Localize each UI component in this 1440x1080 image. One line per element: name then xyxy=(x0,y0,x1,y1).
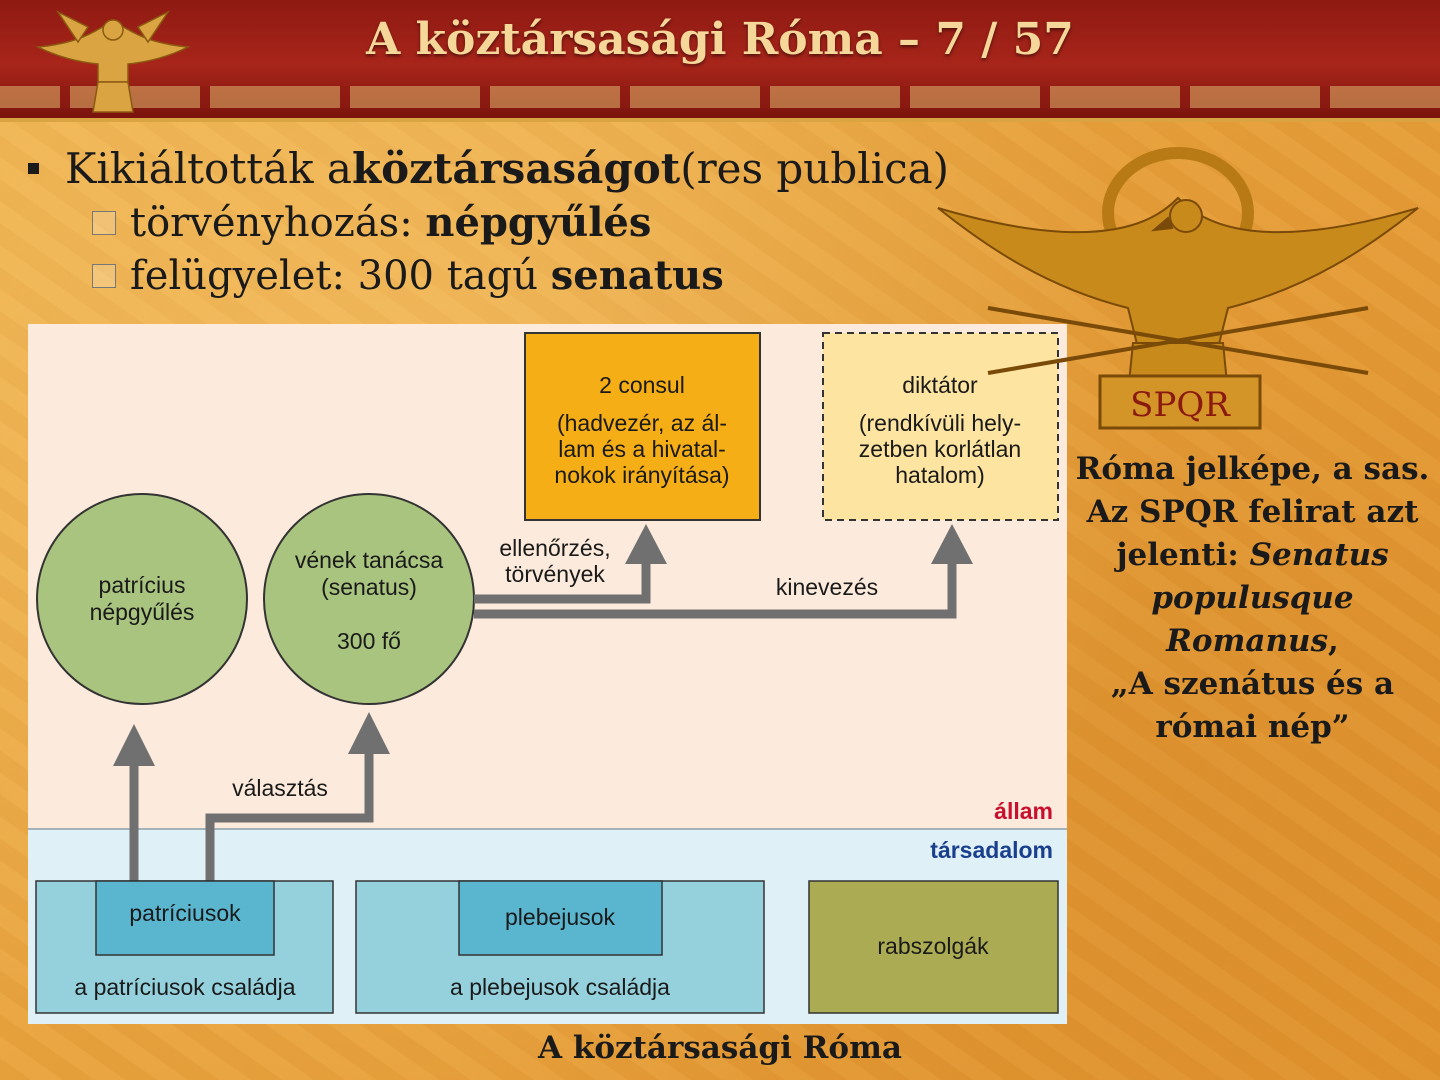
side-line-5-comma: , xyxy=(1328,623,1339,659)
diagram-caption: A köztársasági Róma xyxy=(538,1030,902,1066)
label-valasztas: választás xyxy=(232,775,328,801)
side-line-4-text: populusque xyxy=(1151,580,1354,616)
consul-title: 2 consul xyxy=(599,372,685,398)
sub-bullet-legislation: törvényhozás: népgyűlés xyxy=(92,199,949,246)
consul-desc-2: lam és a hivatal- xyxy=(558,436,725,462)
square-bullet-icon xyxy=(28,163,39,174)
side-line-3a: jelenti: xyxy=(1116,537,1250,573)
bullet-list: Kikiáltották a köztársaságot (res public… xyxy=(22,144,949,299)
banner-eagle-icon xyxy=(35,10,191,113)
sub-bullet-1-pre: törvényhozás: xyxy=(130,199,413,246)
side-line-3b: Senatus xyxy=(1249,537,1389,573)
patricius-circle-line1: patrícius xyxy=(99,572,186,598)
header-banner: A köztársasági Róma – 7 / 57 xyxy=(0,0,1440,122)
arrow-senatus-to-consul xyxy=(474,552,651,604)
checkbox-bullet-icon xyxy=(92,263,116,288)
rabszolgak-box xyxy=(808,880,1059,1014)
label-tarsadalom: társadalom xyxy=(930,837,1053,863)
arrow-senatus-to-diktator xyxy=(474,552,957,619)
label-ellenorzes: ellenőrzés, xyxy=(499,535,610,561)
plebejusok-label: plebejusok xyxy=(505,904,615,930)
arrow-head-senatus xyxy=(348,712,390,754)
patriciusok-box xyxy=(95,880,275,956)
arrow-head-consul xyxy=(625,524,667,564)
consul-desc-1: (hadvezér, az ál- xyxy=(557,410,727,436)
arrow-patriciusok-to-senatus xyxy=(205,754,374,884)
patriciusok-label: patríciusok xyxy=(129,900,241,926)
diktator-desc-3: hatalom) xyxy=(895,462,984,488)
label-allam: állam xyxy=(994,798,1053,824)
diktator-box xyxy=(822,332,1059,521)
sub-bullet-supervision: felügyelet: 300 tagú senatus xyxy=(92,252,949,299)
side-line-3: jelenti: Senatus xyxy=(1075,534,1430,577)
senatus-circle-line2: (senatus) xyxy=(321,574,417,600)
side-line-7: római nép” xyxy=(1155,709,1350,745)
patricius-circle-line2: népgyűlés xyxy=(90,599,195,625)
diktator-title: diktátor xyxy=(902,372,978,398)
patricius-assembly-circle xyxy=(36,493,248,705)
consul-desc-3: nokok irányítása) xyxy=(554,462,729,488)
side-line-6: „A szenátus és a xyxy=(1110,666,1395,702)
bullet-main-post: (res publica) xyxy=(680,144,950,193)
side-line-5: Romanus, xyxy=(1075,620,1430,663)
rabszolgak-label: rabszolgák xyxy=(877,933,989,959)
consul-box xyxy=(524,332,761,521)
plebejus-family-label: a plebejusok családja xyxy=(450,974,670,1000)
side-line-4: populusque xyxy=(1075,577,1430,620)
banner-meander-stripe xyxy=(0,86,1440,108)
bullet-main-bold: köztársaságot xyxy=(351,144,681,193)
bullet-main: Kikiáltották a köztársaságot (res public… xyxy=(22,144,949,193)
diktator-desc-2: zetben korlátlan xyxy=(859,436,1021,462)
senatus-circle-line1: vének tanácsa xyxy=(295,547,444,573)
senatus-circle-line3: 300 fő xyxy=(337,628,401,654)
page-title: A köztársasági Róma – 7 / 57 xyxy=(366,14,1074,65)
sub-bullet-2-bold: senatus xyxy=(550,252,724,299)
label-torvenyek: törvények xyxy=(505,561,605,587)
arrow-head-diktator xyxy=(931,524,973,564)
patricius-family-label: a patríciusok családja xyxy=(74,974,295,1000)
side-line-1: Róma jelképe, a sas. xyxy=(1075,451,1430,487)
arrow-head-assembly xyxy=(113,724,155,766)
side-description: Róma jelképe, a sas. Az SPQR felirat azt… xyxy=(1075,448,1430,749)
spqr-label: SPQR xyxy=(1130,385,1231,425)
plebejusok-box xyxy=(458,880,663,956)
label-kinevezes: kinevezés xyxy=(776,574,878,600)
side-line-2: Az SPQR felirat azt xyxy=(1086,494,1419,530)
diktator-desc-1: (rendkívüli hely- xyxy=(859,410,1021,436)
side-line-5-text: Romanus xyxy=(1166,623,1329,659)
bullet-main-pre: Kikiáltották a xyxy=(65,144,352,193)
checkbox-bullet-icon xyxy=(92,210,116,235)
sub-bullet-2-pre: felügyelet: 300 tagú xyxy=(130,252,538,299)
roman-republic-diagram: 2 consul (hadvezér, az ál- lam és a hiva… xyxy=(28,324,1067,1024)
roman-eagle-spqr-icon: SPQR xyxy=(937,147,1419,430)
sub-bullet-1-bold: népgyűlés xyxy=(425,199,652,246)
